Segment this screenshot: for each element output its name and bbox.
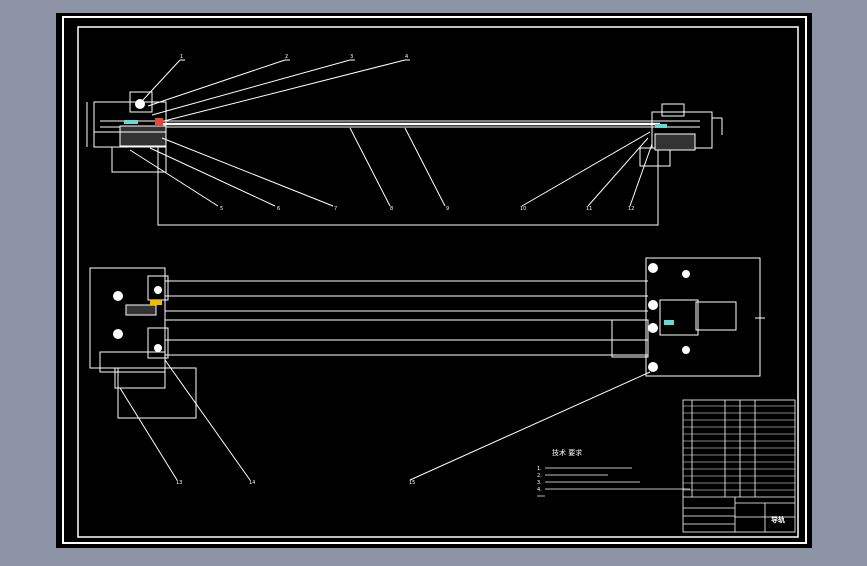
technical-requirements: 技术 要求 1. 2. 3. 4. (537, 448, 690, 497)
part-label-14: 14 (249, 480, 255, 486)
tech-req-line-1: 1. (537, 466, 542, 472)
part-label-13: 13 (176, 480, 182, 486)
part-label-7: 7 (334, 206, 337, 212)
part-label-1: 1 (180, 54, 183, 60)
part-label-6: 6 (277, 206, 280, 212)
part-labels: 1 2 3 4 5 6 7 8 9 10 11 12 13 14 15 (176, 54, 634, 486)
bom-rows (683, 405, 795, 491)
title-block (682, 399, 796, 533)
part-label-5: 5 (220, 206, 223, 212)
tech-req-title: 技术 要求 (552, 448, 582, 457)
color-accents (124, 118, 674, 325)
part-label-8: 8 (390, 206, 393, 212)
part-label-15: 15 (409, 480, 415, 486)
tech-req-line-3: 3. (537, 480, 542, 486)
outer-border (62, 16, 807, 544)
inner-border (77, 26, 799, 538)
part-label-9: 9 (446, 206, 449, 212)
tech-req-scribble (537, 467, 690, 497)
tech-req-line-4: 4. (537, 487, 542, 493)
front-view (86, 59, 723, 226)
part-label-3: 3 (350, 54, 353, 60)
part-label-10: 10 (520, 206, 526, 212)
plan-view (89, 257, 765, 481)
tech-req-line-2: 2. (537, 473, 542, 479)
bolt-symbols (113, 99, 690, 372)
part-label-11: 11 (586, 206, 592, 212)
title-block-label: 导轨 (771, 515, 785, 524)
part-label-12: 12 (628, 206, 634, 212)
part-label-4: 4 (405, 54, 408, 60)
part-label-2: 2 (285, 54, 288, 60)
